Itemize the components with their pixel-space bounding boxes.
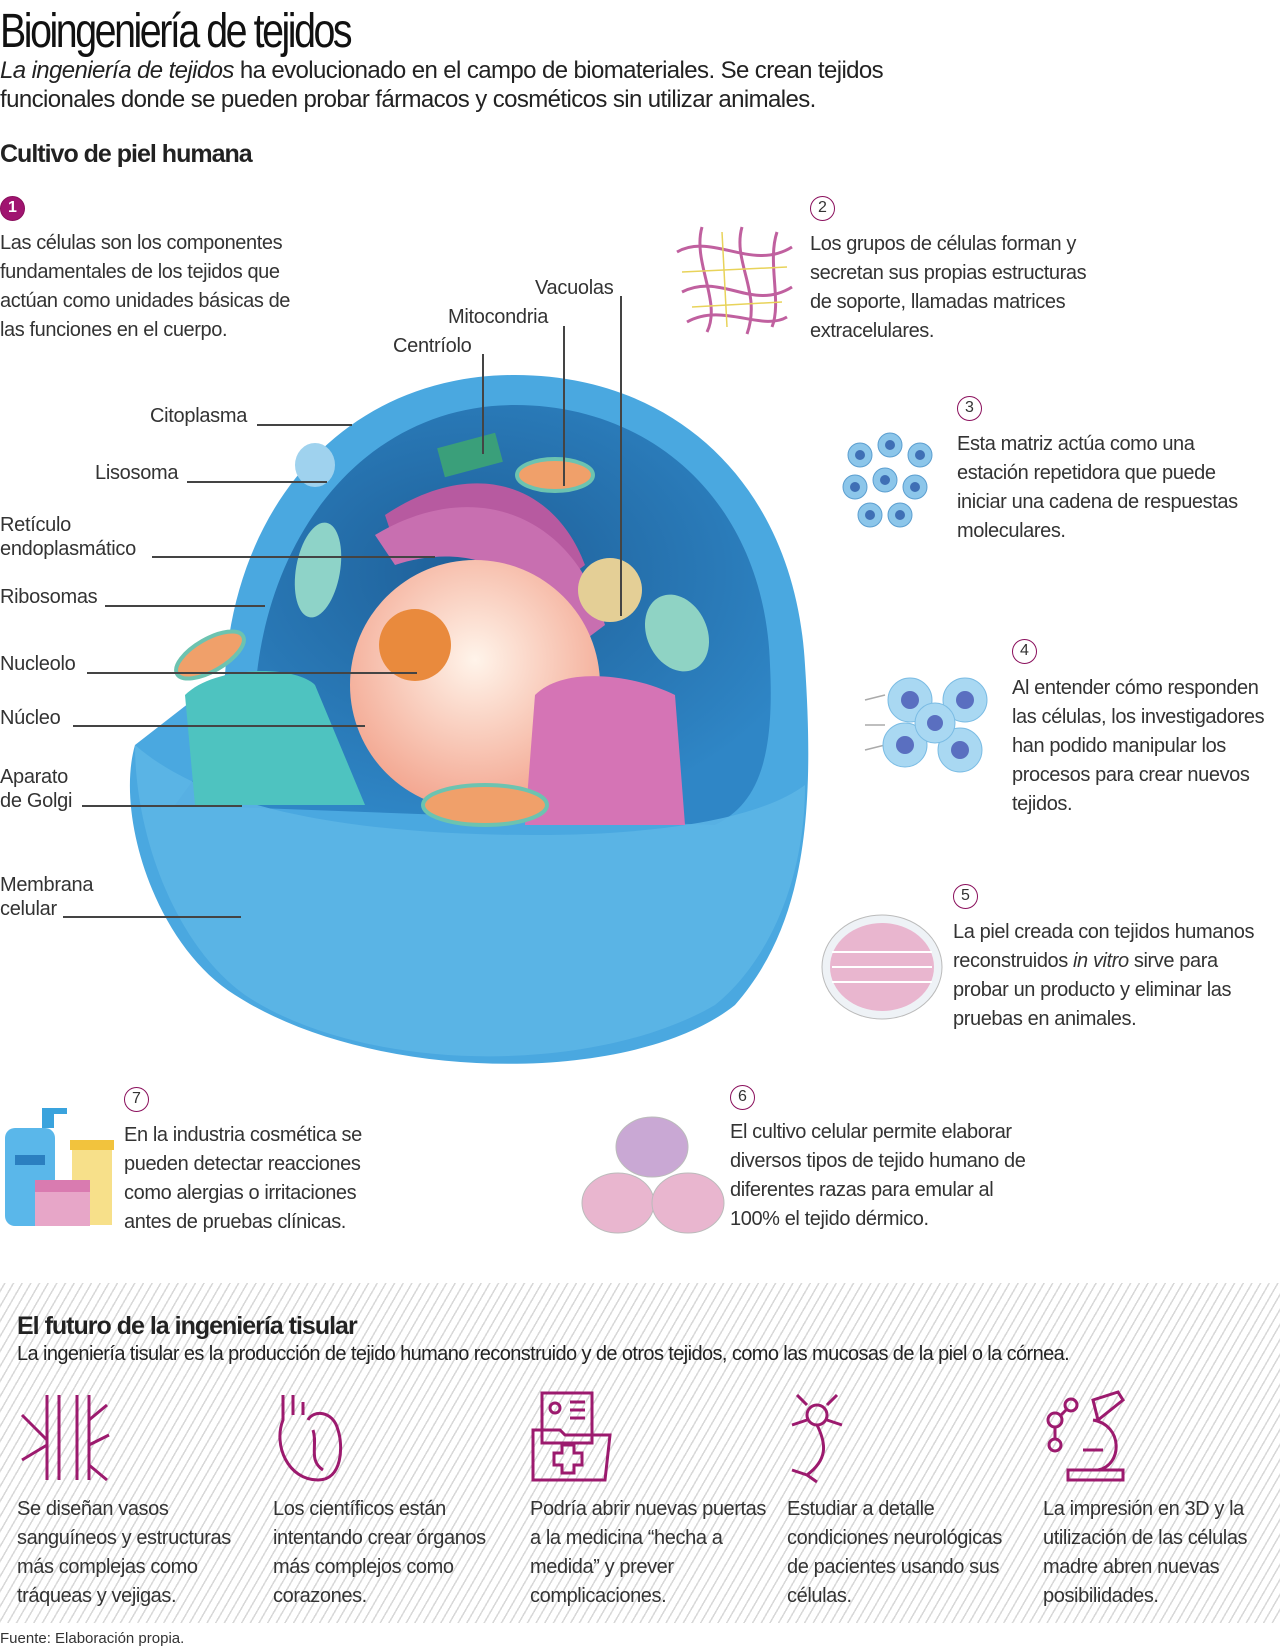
leader-membrana	[63, 916, 241, 918]
cell-cluster-icon	[842, 432, 933, 528]
step-6-badge: 6	[730, 1085, 755, 1110]
leader-lisosoma	[187, 481, 327, 483]
future-subtitle: La ingeniería tisular es la producción d…	[17, 1343, 1070, 1365]
future-item: La impresión en 3D y la utilización de l…	[1043, 1390, 1280, 1611]
step-5-text-italic: in vitro	[1073, 950, 1129, 972]
extracellular-matrix-icon	[676, 226, 793, 335]
intro-italic: La ingeniería de tejidos	[0, 57, 234, 84]
label-mitocondria: Mitocondria	[448, 306, 549, 328]
intro-rest: ha evolucionado en el campo de biomateri…	[0, 57, 884, 113]
source-note: Fuente: Elaboración propia.	[0, 1630, 185, 1647]
heart-icon	[278, 1395, 343, 1482]
label-citoplasma: Citoplasma	[150, 405, 248, 427]
petri-dishes-icon	[581, 1116, 725, 1234]
future-item-text: Se diseñan vasos sanguíneos y estructura…	[17, 1498, 231, 1607]
future-section-background	[0, 1283, 1280, 1623]
step-4-badge: 4	[1012, 639, 1037, 664]
blood-vessels-icon	[20, 1395, 110, 1482]
leader-reticulo	[152, 556, 435, 558]
step-5-badge: 5	[953, 884, 978, 909]
label-vacuolas: Vacuolas	[535, 277, 614, 299]
future-item: Podría abrir nuevas puertas a la medicin…	[530, 1390, 770, 1611]
future-item-text: La impresión en 3D y la utilización de l…	[1043, 1498, 1248, 1607]
leader-vacuolas	[620, 296, 622, 616]
leader-centriolo	[482, 354, 484, 454]
neuron-icon	[791, 1393, 843, 1484]
future-item: Se diseñan vasos sanguíneos y estructura…	[17, 1390, 257, 1611]
step-1-badge: 1	[0, 196, 25, 221]
medical-folder-icon	[531, 1391, 612, 1482]
label-lisosoma: Lisosoma	[95, 462, 179, 484]
label-nucleolo: Nucleolo	[0, 653, 76, 675]
intro-text: La ingeniería de tejidos ha evolucionado…	[0, 56, 1000, 114]
label-ribosomas: Ribosomas	[0, 586, 98, 608]
leader-citoplasma	[257, 424, 352, 426]
step-6-text: El cultivo celular permite elaborar dive…	[730, 1121, 1026, 1230]
step-4-text: Al entender cómo responden las células, …	[1012, 677, 1265, 815]
label-membrana-line2: celular	[0, 898, 57, 920]
future-item-text: Podría abrir nuevas puertas a la medicin…	[530, 1498, 767, 1607]
page-title: Bioingeniería de tejidos	[0, 5, 353, 58]
responding-cells-icon	[864, 677, 988, 773]
petri-dish-icon	[821, 914, 943, 1020]
step-7-text: En la industria cosmética se pueden dete…	[124, 1124, 362, 1233]
section-title: Cultivo de piel humana	[0, 140, 253, 168]
leader-ribosomas	[105, 605, 265, 607]
label-nucleo: Núcleo	[0, 707, 61, 729]
cell-illustration	[129, 375, 809, 1064]
cosmetics-icon	[5, 1108, 114, 1226]
step-7-badge: 7	[124, 1087, 149, 1112]
leader-golgi	[82, 805, 242, 807]
label-reticulo-line1: Retículo	[0, 514, 71, 536]
label-centriolo: Centríolo	[393, 335, 472, 357]
step-2-badge: 2	[810, 196, 835, 221]
future-item-text: Los científicos están intentando crear ó…	[273, 1498, 486, 1607]
future-item: Estudiar a detalle condiciones neurológi…	[787, 1390, 1027, 1611]
future-title: El futuro de la ingeniería tisular	[17, 1312, 358, 1340]
step-2-text: Los grupos de células forman y secretan …	[810, 233, 1087, 342]
step-5-text-b: sirve para probar un producto y eliminar…	[953, 950, 1232, 1030]
step-3-text: Esta matriz actúa como una estación repe…	[957, 433, 1238, 542]
future-item-text: Estudiar a detalle condiciones neurológi…	[787, 1498, 1002, 1607]
leader-nucleolo	[87, 672, 417, 674]
future-item: Los científicos están intentando crear ó…	[273, 1390, 513, 1611]
step-5-text-a: La piel creada con tejidos humanos recon…	[953, 921, 1255, 972]
leader-nucleo	[73, 725, 365, 727]
label-golgi-line2: de Golgi	[0, 790, 73, 812]
label-membrana-line1: Membrana	[0, 874, 94, 896]
step-1-text: Las células son los componentes fundamen…	[0, 232, 291, 341]
step-5-text: La piel creada con tejidos humanos recon…	[953, 918, 1273, 1034]
leader-mitocondria	[563, 326, 565, 486]
step-3-badge: 3	[957, 396, 982, 421]
microscope-icon	[1046, 1390, 1125, 1482]
label-golgi-line1: Aparato	[0, 766, 68, 788]
label-reticulo-line2: endoplasmático	[0, 538, 136, 560]
